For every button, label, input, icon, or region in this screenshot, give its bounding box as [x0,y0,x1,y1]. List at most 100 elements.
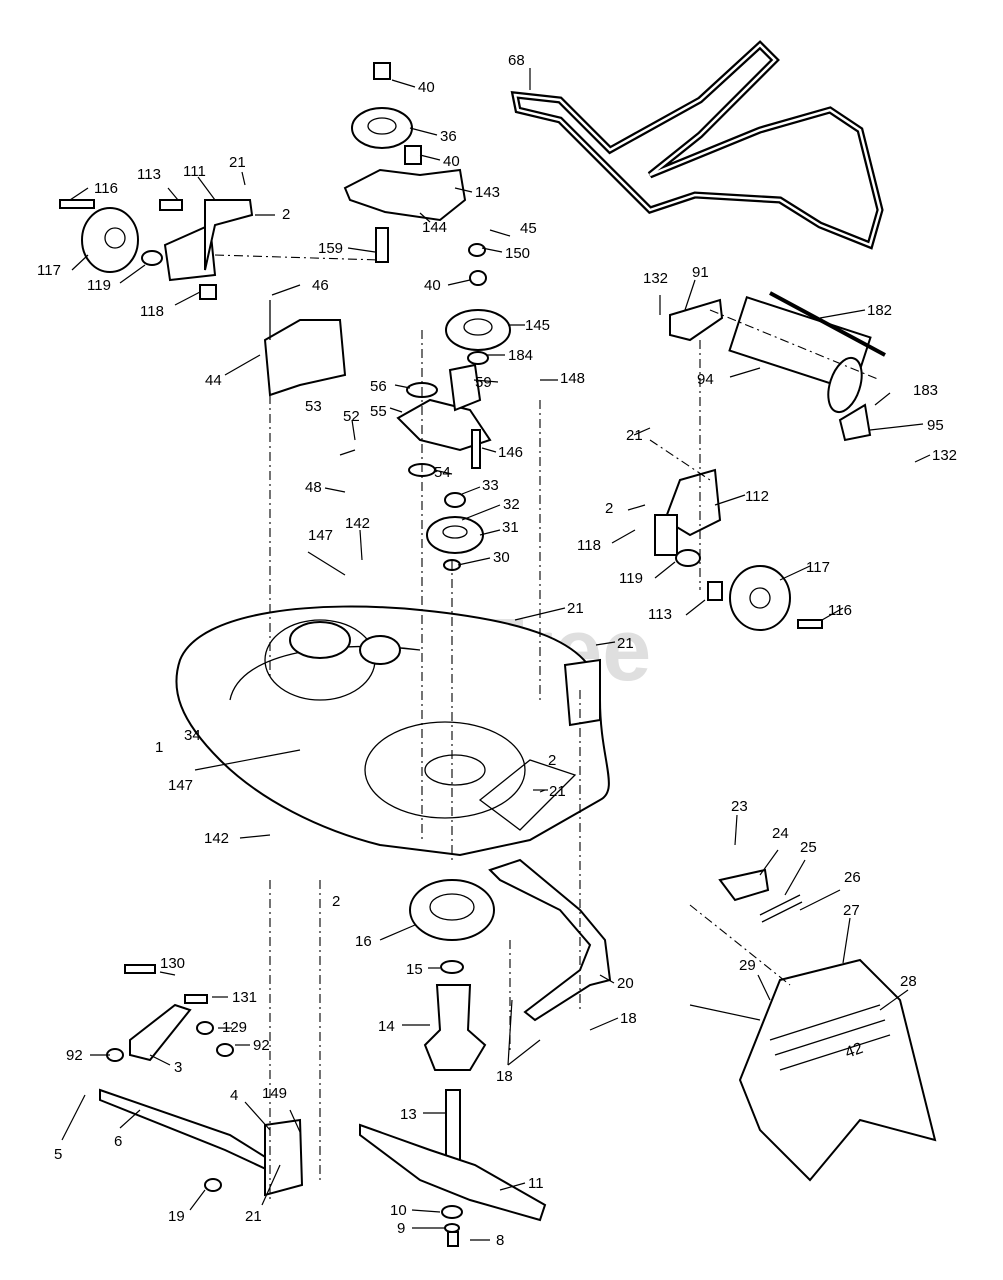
callout-label: 13 [400,1106,417,1123]
callout-label: 54 [434,464,451,481]
callout-label: 11 [528,1175,544,1192]
callout-label: 117 [37,262,61,279]
callout-label: 20 [617,975,634,992]
callout-label: 150 [505,245,530,262]
callout-label: 112 [745,488,769,505]
callout-label: 29 [739,957,756,974]
callout-label: 16 [355,933,372,950]
callout-label: 40 [418,79,435,96]
callout-label: 26 [844,869,861,886]
callout-label: 14 [378,1018,395,1035]
callout-label: 4 [230,1087,238,1104]
callout-label: 159 [318,240,343,257]
callout-label: 113 [137,166,161,183]
callout-label: 131 [232,989,257,1006]
callout-label: 142 [345,515,370,532]
callout-label: 117 [806,559,830,576]
callout-label: 21 [626,427,643,444]
lift-linkage [99,964,304,1197]
callout-label: 183 [913,382,938,399]
callout-label: 1 [155,739,163,756]
callout-label: 6 [114,1133,122,1150]
callout-label: 45 [520,220,537,237]
callout-label: 10 [390,1202,407,1219]
callout-label: 129 [222,1019,247,1036]
drive-belt [510,40,884,250]
deck-stabilizer-bar [488,858,612,1022]
callout-label: 143 [475,184,500,201]
alignment-lines [214,254,881,1200]
callout-label: 2 [605,500,613,517]
callout-label: 119 [619,570,643,587]
callout-label: 92 [66,1047,83,1064]
chute-badge: 42 [843,1040,866,1062]
callout-label: 40 [443,153,460,170]
callout-labels: 40 36 40 143 144 159 68 45 150 40 145 18… [37,52,957,1249]
callout-label: 184 [508,347,533,364]
callout-label: 21 [617,635,634,652]
callout-label: 9 [397,1220,405,1237]
callout-label: 148 [560,370,585,387]
callout-label: 44 [205,372,222,389]
callout-label: 111 [183,163,206,180]
callout-label: 21 [245,1208,262,1225]
callout-label: 28 [900,973,917,990]
callout-label: 144 [422,219,447,236]
callout-label: 27 [843,902,860,919]
callout-label: 18 [496,1068,513,1085]
callout-label: 91 [692,264,709,281]
callout-label: 21 [549,783,566,800]
callout-label: 113 [648,606,672,623]
spindle-assembly [359,879,547,1247]
callout-label: 19 [168,1208,185,1225]
callout-label: 116 [828,602,852,619]
callout-label: 36 [440,128,457,145]
callout-label: 8 [496,1232,504,1249]
callout-label: 2 [282,206,290,223]
center-pulley-stack [396,243,511,571]
callout-label: 3 [174,1059,182,1076]
callout-label: 34 [184,727,201,744]
leader-lines [61,68,931,1241]
callout-label: 92 [253,1037,270,1054]
callout-label: 53 [305,398,322,415]
belt-guard-44 [263,300,347,397]
callout-label: 94 [697,371,714,388]
callout-label: 18 [620,1010,637,1027]
right-gauge-wheel-assembly [654,468,823,631]
callout-label: 116 [94,180,118,197]
callout-label: 130 [160,955,185,972]
callout-label: 30 [493,549,510,566]
callout-label: 119 [87,277,111,294]
callout-label: 5 [54,1146,62,1163]
callout-label: 149 [262,1085,287,1102]
callout-label: 118 [577,537,601,554]
callout-label: 95 [927,417,944,434]
callout-label: 182 [867,302,892,319]
callout-label: 68 [508,52,525,69]
callout-label: 2 [548,752,556,769]
callout-label: 40 [424,277,441,294]
callout-label: 24 [772,825,789,842]
callout-label: 142 [204,830,229,847]
callout-label: 21 [567,600,584,617]
callout-label: 59 [475,374,492,391]
callout-label: 56 [370,378,387,395]
callout-label: 2 [332,893,340,910]
callout-label: 32 [503,496,520,513]
callout-label: 145 [525,317,550,334]
callout-label: 132 [932,447,957,464]
left-gauge-wheel-assembly [59,199,254,300]
callout-label: 147 [308,527,333,544]
callout-label: 146 [498,444,523,461]
callout-label: 48 [305,479,322,496]
callout-label: 31 [502,519,519,536]
callout-label: 46 [312,277,329,294]
callout-label: 33 [482,477,499,494]
callout-label: 118 [140,303,164,320]
mower-deck [175,605,610,857]
callout-label: 147 [168,777,193,794]
callout-label: 21 [229,154,246,171]
discharge-chute: 42 [718,868,937,1182]
